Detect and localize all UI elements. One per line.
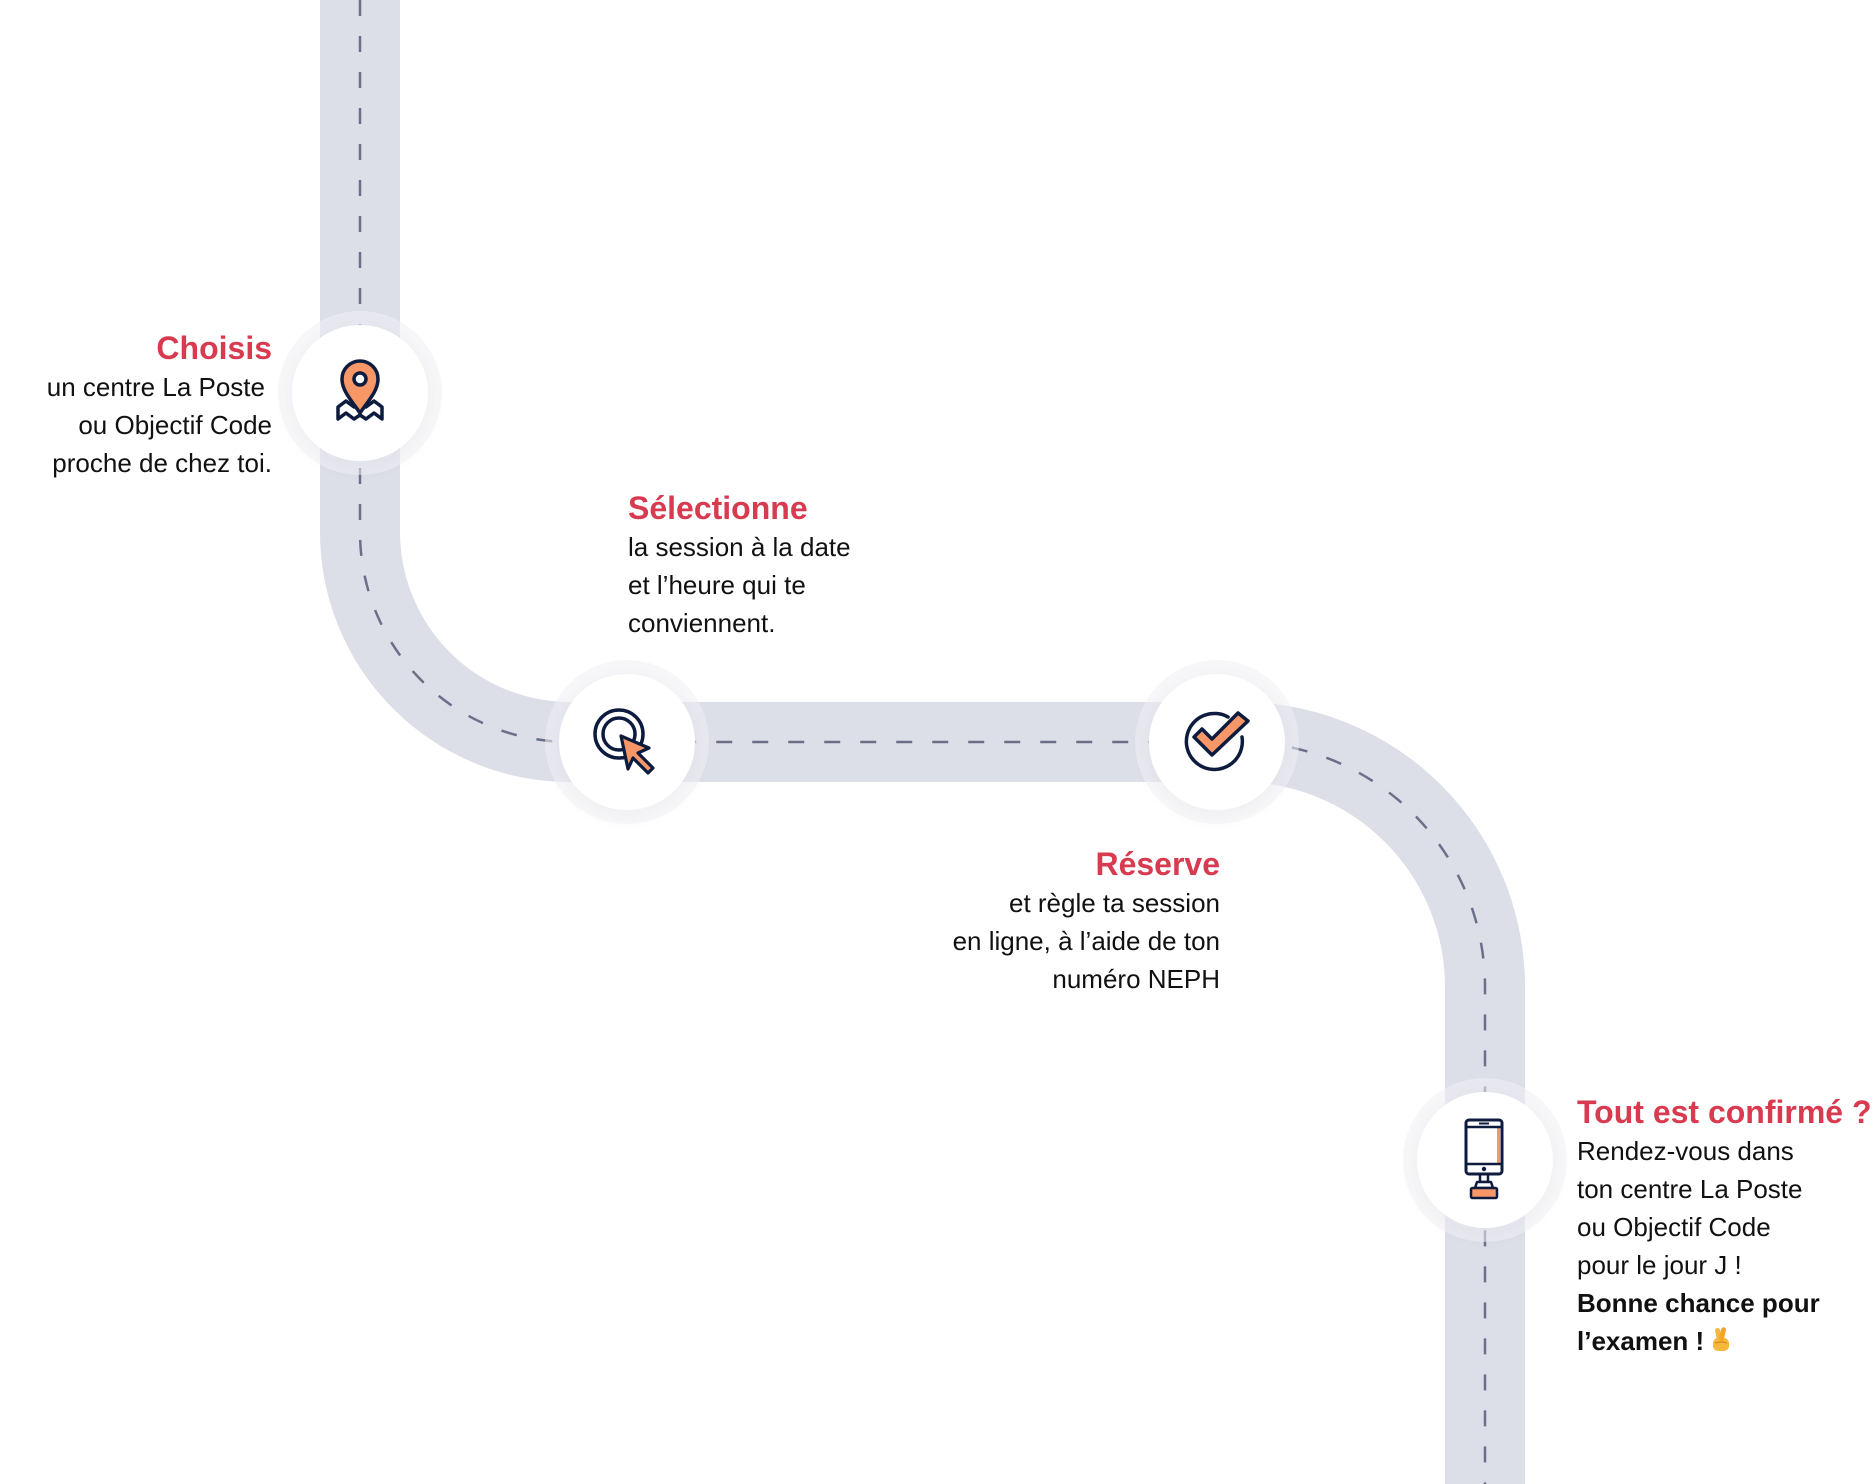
step-4-line-3: ou Objectif Code	[1577, 1212, 1771, 1242]
step-2-title: Sélectionne	[628, 490, 808, 526]
step-1-line-1: un centre La Poste	[46, 372, 265, 402]
step-1-text: Choisis un centre La Poste ou Objectif C…	[47, 328, 272, 482]
step-4-bold-line-2-text: l’examen !	[1577, 1326, 1705, 1356]
step-4-bold-line-2: l’examen !	[1577, 1322, 1872, 1360]
cursor-click-icon	[593, 708, 655, 775]
step-4-bold-line-1: Bonne chance pour	[1577, 1288, 1820, 1318]
step-3-line-1: et règle ta session	[1008, 888, 1220, 918]
step-2-line-3: conviennent.	[628, 608, 776, 638]
step-4-title: Tout est confirmé ?	[1577, 1094, 1872, 1130]
step-1-line-2: ou Objectif Code	[78, 410, 272, 440]
smartphone-stand-icon	[1464, 1118, 1504, 1200]
road-surface	[320, 0, 1525, 1484]
step-4-line-1: Rendez-vous dans	[1577, 1136, 1794, 1166]
step-4-icon-badge	[1417, 1092, 1553, 1228]
map-pin-icon	[336, 359, 384, 421]
step-1-title: Choisis	[156, 330, 272, 366]
step-3-line-3: numéro NEPH	[1052, 964, 1220, 994]
check-circle-icon	[1184, 711, 1250, 772]
step-2-line-2: et l’heure qui te	[628, 570, 806, 600]
step-3-line-2: en ligne, à l’aide de ton	[952, 926, 1220, 956]
step-4-line-4: pour le jour J !	[1577, 1250, 1742, 1280]
step-2-line-1: la session à la date	[628, 532, 851, 562]
step-2-text: Sélectionne la session à la date et l’he…	[628, 488, 851, 642]
step-4-line-2: ton centre La Poste	[1577, 1174, 1803, 1204]
crossed-fingers-emoji-icon	[1713, 1327, 1730, 1351]
step-4-text: Tout est confirmé ? Rendez-vous dans ton…	[1577, 1092, 1872, 1360]
step-3-text: Réserve et règle ta session en ligne, à …	[953, 844, 1220, 998]
step-3-title: Réserve	[1095, 846, 1220, 882]
step-3-icon-badge	[1149, 674, 1285, 810]
step-1-icon-badge	[292, 325, 428, 461]
step-2-icon-badge	[559, 674, 695, 810]
step-1-line-3: proche de chez toi.	[52, 448, 272, 478]
road-center-dashes	[358, 0, 1487, 1484]
